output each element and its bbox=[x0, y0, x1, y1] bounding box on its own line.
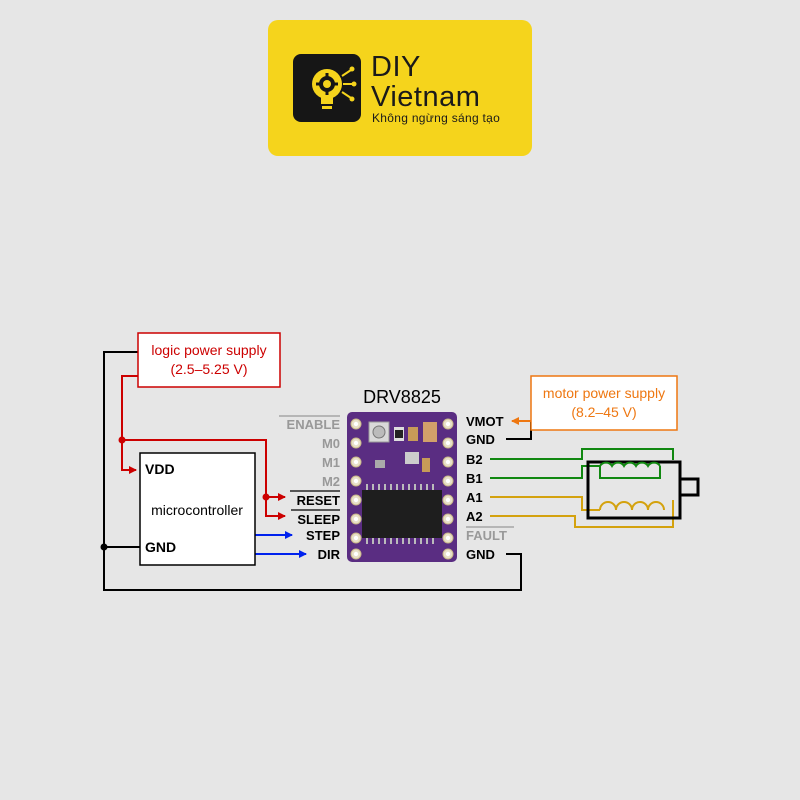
pin-b2: B2 bbox=[466, 452, 483, 467]
logic-power-supply-range: (2.5–5.25 V) bbox=[170, 361, 247, 377]
pin-gnd-logic: GND bbox=[466, 547, 495, 562]
pin-m0: M0 bbox=[322, 436, 340, 451]
logo-tagline: Không ngừng sáng tạo bbox=[372, 111, 501, 125]
gnd-junction-dot bbox=[100, 543, 108, 551]
logic-power-supply-box bbox=[137, 332, 281, 388]
logic-power-wire bbox=[121, 375, 286, 520]
microcontroller-label: microcontroller bbox=[151, 502, 243, 518]
coil-b-winding bbox=[599, 461, 661, 468]
vdd-junction-dot bbox=[118, 436, 126, 444]
logo-card: DIY Vietnam Không ngừng sáng tạo bbox=[268, 20, 532, 156]
pin-step: STEP bbox=[306, 528, 340, 543]
pin-vmot: VMOT bbox=[466, 414, 504, 429]
microcontroller-box bbox=[139, 452, 256, 566]
bulb-gear-icon bbox=[293, 54, 361, 122]
motor-power-supply-label: motor power supply bbox=[543, 385, 665, 401]
drv8825-board bbox=[347, 412, 457, 562]
logo-text-vietnam: Vietnam bbox=[371, 81, 481, 113]
coil-a-winding bbox=[599, 501, 665, 511]
stepper-motor bbox=[586, 460, 700, 520]
vdd-label: VDD bbox=[145, 461, 175, 477]
motor-power-supply-box bbox=[530, 375, 678, 431]
coil-a-wire bbox=[490, 496, 674, 528]
pin-reset: RESET bbox=[297, 493, 340, 508]
pin-gnd-motor: GND bbox=[466, 432, 495, 447]
mcu-gnd-label: GND bbox=[145, 539, 176, 555]
logic-power-supply-label: logic power supply bbox=[151, 342, 266, 358]
board-title: DRV8825 bbox=[363, 387, 441, 407]
pin-dir: DIR bbox=[318, 547, 341, 562]
step-dir-wire bbox=[255, 531, 307, 558]
pin-fault: FAULT bbox=[466, 528, 507, 543]
coil-b-wire bbox=[490, 448, 674, 479]
pin-a1: A1 bbox=[466, 490, 483, 505]
pin-b1: B1 bbox=[466, 471, 483, 486]
pin-m1: M1 bbox=[322, 455, 340, 470]
logo-text-diy: DIY bbox=[371, 51, 421, 83]
pin-m2: M2 bbox=[322, 474, 340, 489]
reset-sleep-junction-dot bbox=[262, 493, 270, 501]
motor-power-supply-range: (8.2–45 V) bbox=[571, 404, 636, 420]
pin-sleep: SLEEP bbox=[297, 512, 340, 527]
pin-enable: ENABLE bbox=[287, 417, 341, 432]
pin-a2: A2 bbox=[466, 509, 483, 524]
